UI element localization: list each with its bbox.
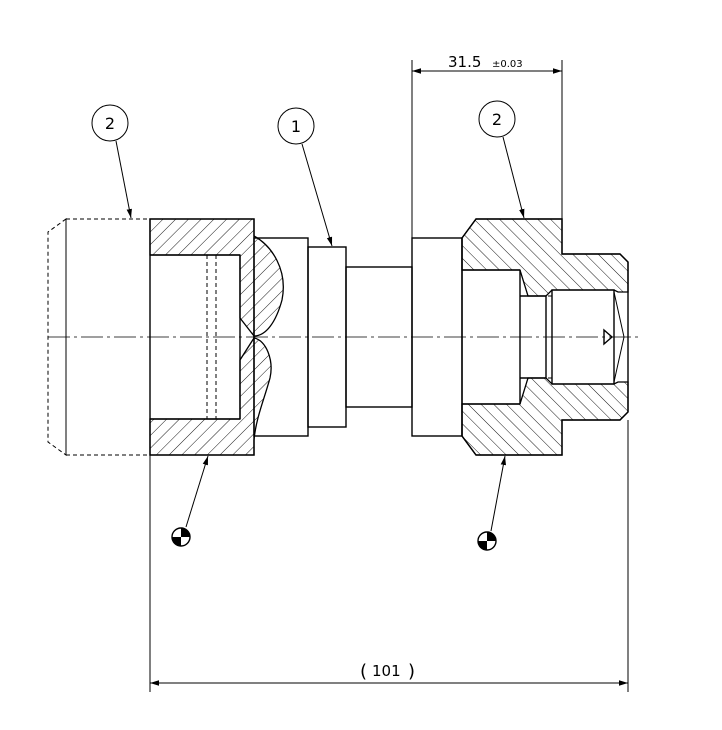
center-body — [253, 237, 463, 437]
dimension-overall-close: ) — [408, 661, 415, 682]
dimension-overall: ( 101 ) — [149, 420, 629, 692]
center-of-gravity-icon-left — [171, 455, 209, 547]
dimension-top-tolerance: ±0.03 — [492, 59, 523, 70]
left-nut-section — [149, 218, 284, 456]
dimension-overall-open: ( — [360, 661, 367, 682]
balloon-right: 2 — [478, 100, 525, 219]
dimension-overall-value: 101 — [372, 662, 401, 680]
balloon-center-label: 1 — [291, 117, 301, 136]
balloon-left: 2 — [91, 104, 132, 219]
center-of-gravity-icon-right — [477, 455, 507, 551]
dimension-top-value: 31.5 — [448, 53, 481, 71]
balloon-left-label: 2 — [105, 114, 115, 133]
dimension-top: 31.5 ±0.03 — [411, 53, 563, 238]
balloon-right-label: 2 — [492, 110, 502, 129]
balloon-center: 1 — [277, 107, 333, 247]
